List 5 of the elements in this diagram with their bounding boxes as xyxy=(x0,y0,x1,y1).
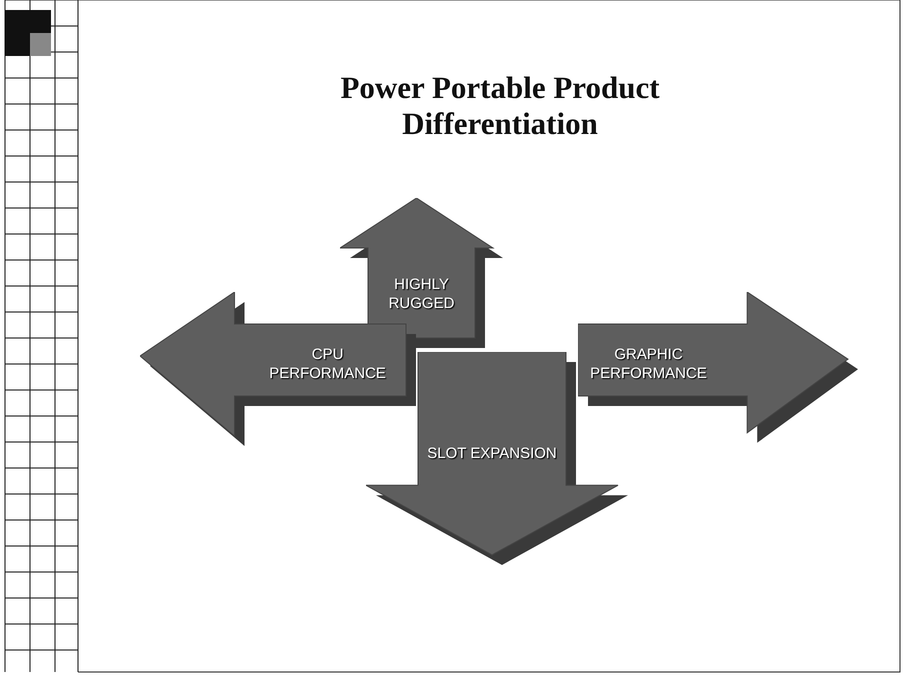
arrow-label: GRAPHIC PERFORMANCE xyxy=(589,345,708,383)
arrow-label: SLOT EXPANSION xyxy=(427,444,557,463)
arrow-label: HIGHLY RUGGED xyxy=(388,275,456,313)
slide-title: Power Portable Product Differentiation xyxy=(340,70,660,142)
arrow-label: CPU PERFORMANCE xyxy=(268,345,387,383)
